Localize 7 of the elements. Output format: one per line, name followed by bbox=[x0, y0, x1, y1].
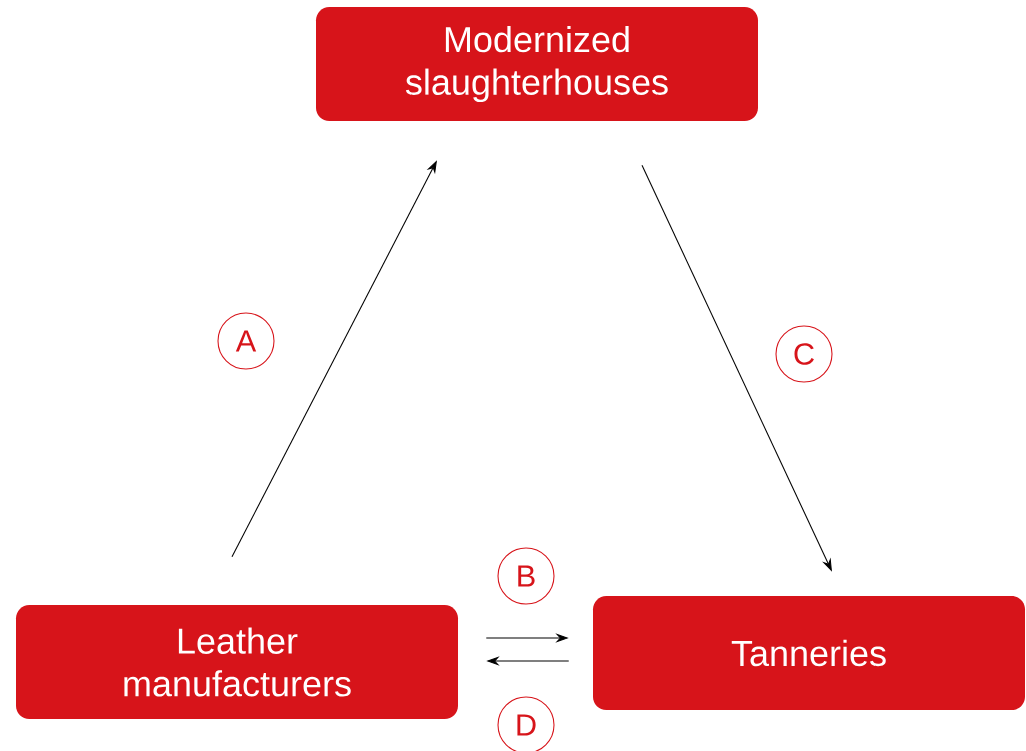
circled-letter: C bbox=[775, 325, 833, 383]
circled-letter: A bbox=[217, 312, 275, 370]
process-box: Tanneries bbox=[593, 596, 1025, 710]
circled-letter: B bbox=[497, 547, 555, 605]
circled-letter: D bbox=[497, 696, 555, 751]
process-box: Leather manufacturers bbox=[16, 605, 458, 719]
process-box: Modernized slaughterhouses bbox=[316, 7, 758, 121]
